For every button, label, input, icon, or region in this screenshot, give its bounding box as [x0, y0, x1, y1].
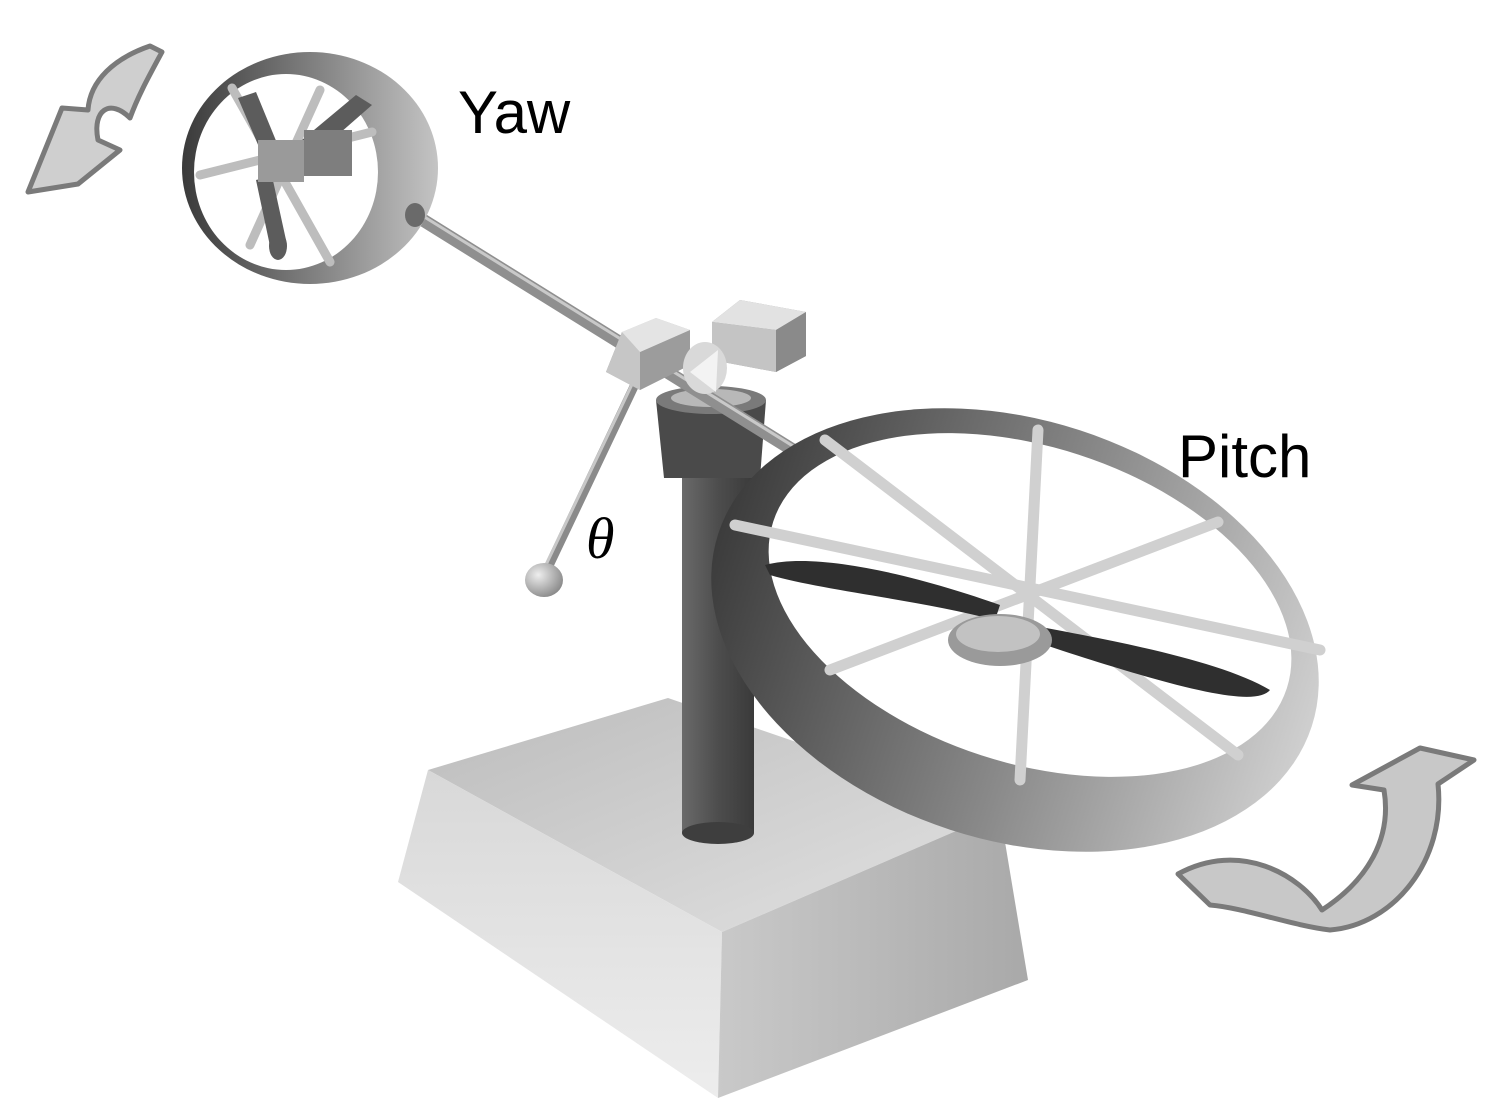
pitch-rotor-spokes — [729, 424, 1326, 786]
pitch-rotor-blades — [765, 560, 1270, 697]
pitch-rotation-arrow-icon — [1175, 745, 1477, 933]
yaw-rotor — [182, 52, 438, 284]
theta-label: θ — [586, 506, 615, 571]
base-side — [718, 812, 1028, 1098]
pivot-block — [606, 300, 806, 394]
counterweight-ball — [525, 563, 563, 597]
yaw-label: Yaw — [458, 79, 571, 146]
base-front — [398, 770, 722, 1098]
pitch-label: Pitch — [1178, 423, 1311, 490]
pitch-rotor — [711, 408, 1326, 852]
pendulum-arm — [525, 373, 643, 597]
yaw-rotation-arrow-icon — [25, 43, 165, 195]
